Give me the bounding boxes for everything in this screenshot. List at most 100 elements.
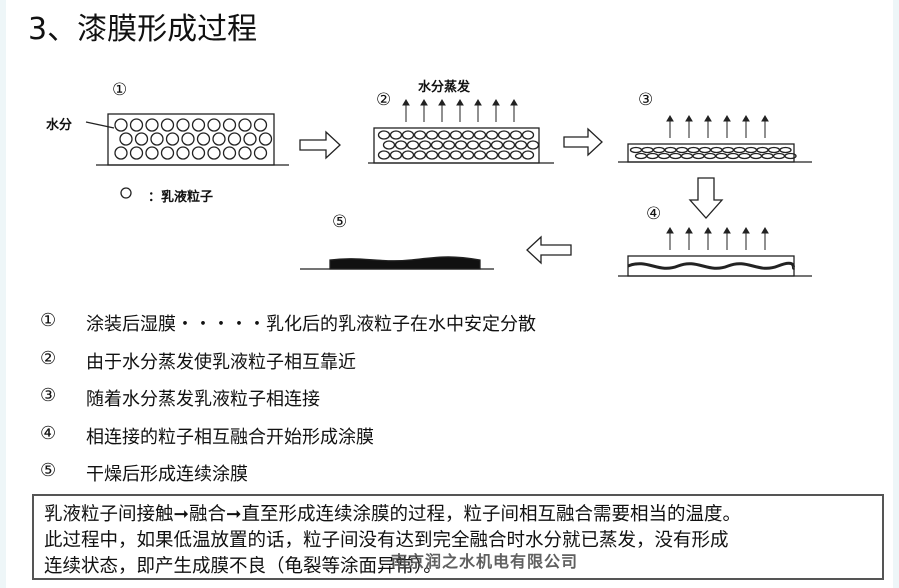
emulsion-particle [377, 150, 391, 160]
emulsion-particle [394, 140, 408, 150]
emulsion-particle [509, 130, 523, 140]
emulsion-particle [715, 152, 728, 160]
emulsion-particle [191, 118, 206, 132]
emulsion-particle [196, 132, 211, 146]
note-line: 乳液粒子间接触➞融合➞直至形成连续涂膜的过程，粒子间相互融合需要相当的温度。 [44, 504, 742, 525]
emulsion-particle [497, 130, 511, 140]
emulsion-particle [418, 140, 432, 150]
emulsion-particle [772, 152, 786, 160]
step-number: ③ [40, 385, 57, 406]
emulsion-particle [238, 118, 252, 132]
emulsion-particle [733, 146, 746, 154]
emulsion-particle [652, 146, 666, 154]
emulsion-particle [181, 132, 195, 146]
emulsion-particle [509, 150, 523, 160]
emulsion-particle [160, 118, 175, 132]
emulsion-particle [145, 146, 159, 160]
emulsion-particle [212, 132, 226, 146]
emulsion-particle [134, 132, 149, 146]
emulsion-particle [454, 140, 468, 150]
emulsion-particle [207, 118, 221, 132]
evaporation-label: 水分蒸发 [418, 80, 471, 95]
emulsion-particle [401, 150, 415, 160]
step-text: 由于水分蒸发使乳液粒子相互靠近 [86, 351, 356, 373]
emulsion-particle [449, 150, 463, 160]
emulsion-particle [680, 152, 694, 160]
right-arrow-icon [299, 130, 341, 160]
emulsion-particle [634, 152, 648, 160]
emulsion-particle [692, 152, 705, 160]
note-line: 连续状态，即产生成膜不良（龟裂等涂面异常）。 [44, 556, 442, 577]
emulsion-particle [664, 146, 677, 154]
right-arrow-icon [563, 127, 603, 157]
emulsion-particle [389, 150, 403, 160]
emulsion-particle [437, 150, 451, 160]
emulsion-particle [521, 150, 535, 160]
emulsion-particle [687, 146, 700, 154]
emulsion-particle [675, 146, 689, 154]
watermark: 南京润之水机电有限公司 [391, 552, 579, 571]
emulsion-particle [253, 146, 268, 160]
stage-4-label: ④ [646, 204, 662, 224]
emulsion-particle [478, 140, 492, 150]
step-number: ① [40, 310, 57, 331]
step-text: 干燥后形成连续涂膜 [86, 464, 248, 485]
emulsion-particle [657, 152, 671, 160]
emulsion-particle [176, 118, 190, 132]
down-arrow-icon [688, 177, 724, 219]
step-number: ④ [40, 422, 57, 444]
emulsion-particle [222, 146, 237, 160]
emulsion-particle [119, 132, 133, 146]
emulsion-particle [258, 132, 273, 146]
emulsion-particle [425, 150, 439, 160]
emulsion-particle [784, 152, 797, 160]
water-label: 水分 [46, 118, 73, 133]
emulsion-particle [461, 150, 475, 160]
stage-5-label: ⑤ [332, 212, 348, 232]
emulsion-particle [756, 146, 769, 154]
emulsion-particle [698, 146, 712, 154]
emulsion-particle [641, 146, 654, 154]
page-title: 3、漆膜形成过程 [28, 12, 258, 47]
emulsion-particle [502, 140, 516, 150]
emulsion-particle [738, 152, 751, 160]
emulsion-particle [401, 130, 415, 140]
emulsion-particle [526, 140, 540, 150]
emulsion-particle [710, 146, 723, 154]
emulsion-particle [207, 146, 221, 160]
emulsion-particle [521, 130, 535, 140]
emulsion-particle [744, 146, 758, 154]
emulsion-particle [191, 146, 206, 160]
emulsion-particle [165, 132, 180, 146]
emulsion-particle [485, 150, 499, 160]
emulsion-particle [437, 130, 451, 140]
emulsion-particle [430, 140, 444, 150]
emulsion-particle [413, 150, 427, 160]
emulsion-particle [669, 152, 682, 160]
emulsion-particle [413, 130, 427, 140]
emulsion-particle [222, 118, 237, 132]
emulsion-particle [160, 146, 175, 160]
emulsion-particle [514, 140, 528, 150]
step-text: 随着水分蒸发乳液粒子相连接 [86, 389, 320, 410]
emulsion-particle [253, 118, 268, 132]
emulsion-particle [779, 146, 792, 154]
legend-label: ：乳液粒子 [148, 190, 214, 205]
emulsion-particle [382, 140, 396, 150]
emulsion-particle [114, 118, 128, 132]
emulsion-particle [485, 130, 499, 140]
emulsion-particle [646, 152, 659, 160]
emulsion-particle [243, 132, 257, 146]
emulsion-particle [726, 152, 740, 160]
emulsion-particle [129, 118, 144, 132]
note-box: 乳液粒子间接触➞融合➞直至形成连续涂膜的过程，粒子间相互融合需要相当的温度。 此… [32, 494, 884, 580]
emulsion-particle [466, 140, 480, 150]
emulsion-particle [761, 152, 774, 160]
emulsion-particle [377, 130, 391, 140]
emulsion-particle [145, 118, 159, 132]
